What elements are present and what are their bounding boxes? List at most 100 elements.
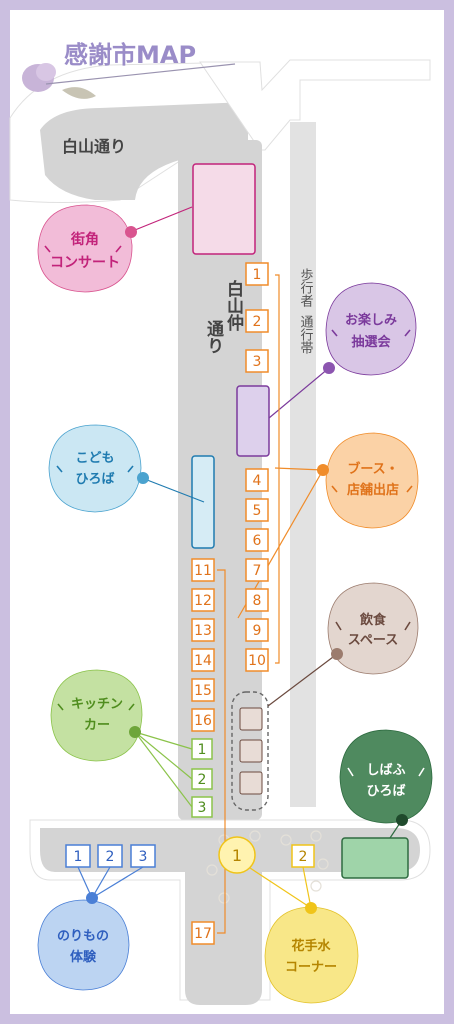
- booth-number[interactable]: 14: [191, 648, 215, 672]
- vehicle-numbers: 1 2 3: [65, 844, 156, 868]
- lower-plaza-road: [40, 828, 420, 1005]
- kitchen-car-number[interactable]: 1: [191, 738, 213, 760]
- svg-text:3: 3: [253, 354, 262, 370]
- booth-numbers-right: 1 2 3 4 5 6 7 8 9 10: [245, 262, 269, 672]
- booth-number[interactable]: 1: [245, 262, 269, 286]
- lottery-area: [236, 385, 270, 457]
- title-underline: [45, 63, 236, 85]
- svg-text:3: 3: [139, 849, 148, 865]
- svg-text:お楽しみ: お楽しみ: [345, 312, 397, 328]
- svg-text:1: 1: [198, 742, 207, 758]
- svg-text:13: 13: [194, 623, 212, 639]
- booth-number[interactable]: 9: [245, 618, 269, 642]
- svg-text:7: 7: [253, 563, 262, 579]
- booth-numbers-left: 11 12 13 14 15 16 17: [191, 558, 215, 945]
- booth-number[interactable]: 13: [191, 618, 215, 642]
- svg-text:ひろば: ひろば: [366, 784, 405, 799]
- flower-water-basin-2[interactable]: 2: [291, 844, 315, 868]
- svg-text:2: 2: [106, 849, 115, 865]
- rose-petal-icon: [36, 63, 56, 81]
- svg-text:1: 1: [253, 267, 262, 283]
- vehicle-number[interactable]: 3: [130, 844, 156, 868]
- flower-water-basin-1[interactable]: 1: [218, 836, 256, 874]
- svg-text:しばふ: しばふ: [366, 763, 405, 778]
- svg-text:2: 2: [299, 849, 308, 865]
- area-bubble-flower-water[interactable]: 花手水 コーナー: [264, 902, 359, 1004]
- area-bubble-food-space[interactable]: 飲食 スペース: [327, 582, 419, 675]
- svg-text:体験: 体験: [70, 949, 97, 965]
- svg-text:花手水: 花手水: [291, 938, 331, 954]
- kitchen-car-number[interactable]: 3: [191, 796, 213, 818]
- area-bubble-shibafu-plaza[interactable]: しばふ ひろば: [339, 729, 433, 826]
- food-table: [239, 739, 263, 763]
- street-label-naka-2: 通り: [203, 320, 224, 354]
- area-bubble-vehicle-experience[interactable]: のりもの 体験: [37, 892, 130, 991]
- area-bubble-booth[interactable]: ブース・ 店舗出店: [317, 432, 419, 529]
- booth-number[interactable]: 6: [245, 528, 269, 552]
- svg-text:12: 12: [194, 593, 212, 609]
- booth-number[interactable]: 7: [245, 558, 269, 582]
- svg-text:3: 3: [198, 800, 207, 816]
- pedestrian-lane: [290, 122, 316, 807]
- booth-number[interactable]: 16: [191, 708, 215, 732]
- booth-number[interactable]: 17: [191, 921, 215, 945]
- pedestrian-label-1: 歩行者: [298, 268, 314, 308]
- road-outline-right: [199, 59, 431, 151]
- street-label-naka-1: 白山仲: [223, 279, 244, 332]
- svg-text:ブース・: ブース・: [347, 461, 398, 477]
- hakusan-dori-road: [40, 102, 248, 200]
- svg-text:9: 9: [253, 623, 262, 639]
- booth-number[interactable]: 10: [245, 648, 269, 672]
- svg-text:コーナー: コーナー: [285, 960, 337, 975]
- svg-text:店舗出店: 店舗出店: [347, 482, 399, 498]
- flower-water-numbers: 1 2: [218, 836, 315, 874]
- booth-number[interactable]: 11: [191, 558, 215, 582]
- concert-stage-area: [192, 163, 256, 255]
- pedestrian-label-2: 通行帯: [298, 315, 314, 354]
- area-bubble-kids-plaza[interactable]: こども ひろば: [48, 424, 149, 513]
- leaf-icon: [62, 87, 96, 99]
- booth-number[interactable]: 2: [245, 309, 269, 333]
- page-title: 感謝市MAP: [64, 41, 196, 69]
- svg-text:こども: こども: [75, 451, 114, 466]
- svg-text:16: 16: [194, 713, 212, 729]
- svg-text:1: 1: [74, 849, 83, 865]
- svg-text:2: 2: [253, 314, 262, 330]
- svg-text:のりもの: のりもの: [57, 929, 109, 944]
- svg-text:4: 4: [253, 473, 262, 489]
- svg-text:ひろば: ひろば: [75, 472, 114, 487]
- kitchen-car-number[interactable]: 2: [191, 768, 213, 790]
- booth-number[interactable]: 8: [245, 588, 269, 612]
- svg-text:カー: カー: [84, 718, 110, 733]
- svg-text:10: 10: [248, 653, 266, 669]
- svg-text:6: 6: [253, 533, 262, 549]
- booth-number[interactable]: 3: [245, 349, 269, 373]
- food-table: [239, 707, 263, 731]
- food-table: [239, 771, 263, 795]
- svg-text:17: 17: [194, 926, 212, 942]
- svg-text:1: 1: [232, 846, 242, 865]
- map-title: 感謝市MAP: [22, 41, 236, 99]
- food-space-area: [231, 691, 269, 811]
- booth-number[interactable]: 5: [245, 498, 269, 522]
- area-bubble-kitchen-car[interactable]: キッチン カー: [50, 669, 143, 762]
- booth-number[interactable]: 4: [245, 468, 269, 492]
- connector-lines: [77, 206, 403, 934]
- vehicle-number[interactable]: 2: [97, 844, 123, 868]
- area-bubble-lottery[interactable]: お楽しみ 抽選会: [323, 282, 417, 376]
- booth-number[interactable]: 12: [191, 588, 215, 612]
- svg-text:キッチン: キッチン: [71, 697, 123, 712]
- svg-text:2: 2: [198, 772, 207, 788]
- svg-text:スペース: スペース: [348, 633, 398, 648]
- svg-text:飲食: 飲食: [359, 612, 387, 628]
- vehicle-number[interactable]: 1: [65, 844, 91, 868]
- svg-text:8: 8: [253, 593, 262, 609]
- svg-text:14: 14: [194, 653, 212, 669]
- shibafu-area: [341, 837, 409, 879]
- svg-text:コンサート: コンサート: [50, 255, 120, 271]
- svg-text:街角: 街角: [70, 231, 99, 248]
- street-label-hakusan: 白山通り: [62, 137, 126, 156]
- area-bubble-street-concert[interactable]: 街角 コンサート: [37, 204, 137, 293]
- booth-number[interactable]: 15: [191, 678, 215, 702]
